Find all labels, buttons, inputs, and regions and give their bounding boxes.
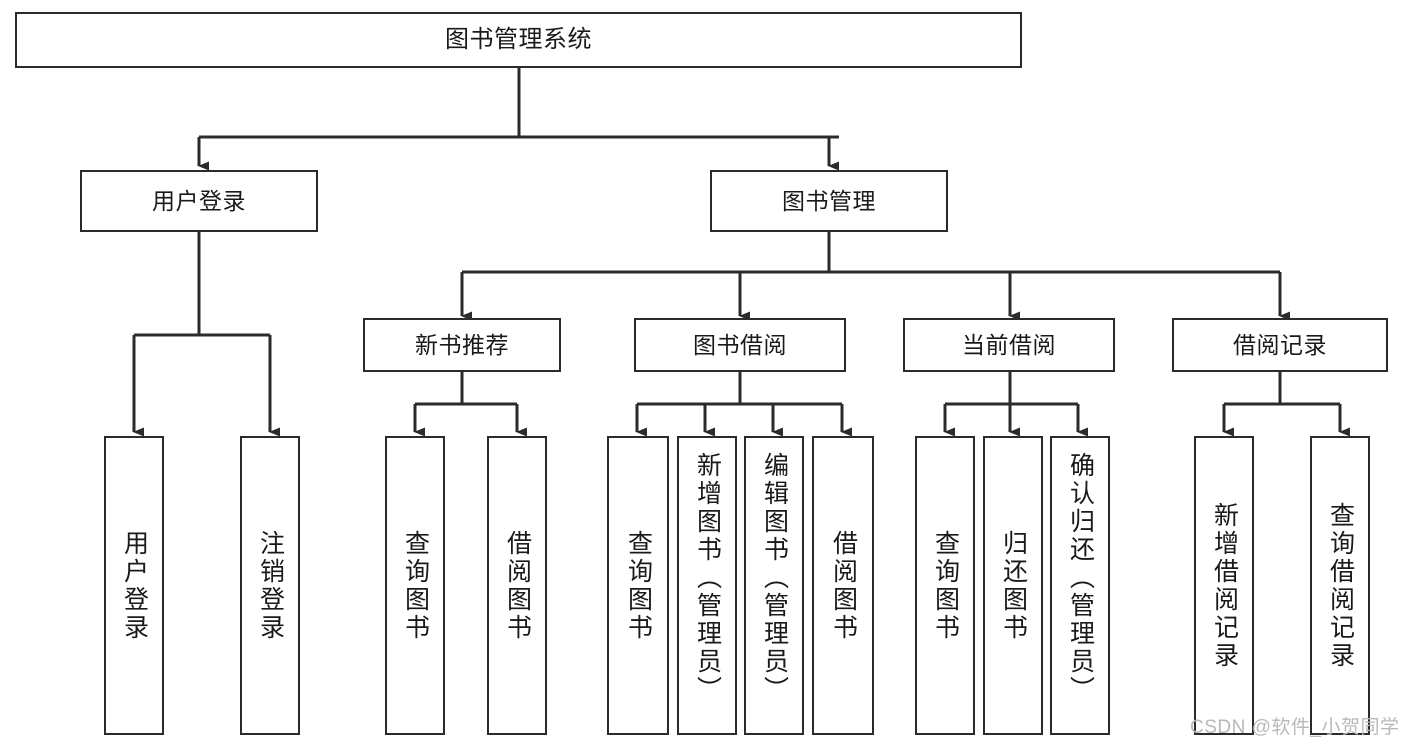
node-user-login[interactable]: 用户登录 — [80, 170, 318, 232]
node-label: 借阅图书 — [503, 529, 532, 642]
node-label: 图书管理系统 — [445, 26, 592, 54]
node-label: 当前借阅 — [962, 331, 1056, 358]
node-current-borrowing[interactable]: 当前借阅 — [903, 318, 1115, 372]
node-label: 编辑图书（管理员） — [760, 452, 789, 704]
node-label: 用户登录 — [120, 529, 149, 642]
node-label: 查询图书 — [931, 529, 960, 642]
node-label: 确认归还（管理员） — [1066, 452, 1095, 704]
node-label: 借阅图书 — [829, 529, 858, 642]
node-label: 图书借阅 — [693, 331, 787, 358]
node-label: 新增图书（管理员） — [693, 452, 722, 704]
leaf-borrow-books-recommend[interactable]: 借阅图书 — [487, 436, 547, 735]
node-label: 查询图书 — [401, 529, 430, 642]
node-label: 注销登录 — [256, 529, 285, 642]
leaf-query-borrow-record[interactable]: 查询借阅记录 — [1310, 436, 1370, 735]
leaf-add-book-admin[interactable]: 新增图书（管理员） — [677, 436, 737, 735]
node-label: 归还图书 — [999, 529, 1028, 642]
node-book-borrowing[interactable]: 图书借阅 — [634, 318, 846, 372]
leaf-query-books-recommend[interactable]: 查询图书 — [385, 436, 445, 735]
node-label: 查询图书 — [624, 529, 653, 642]
node-label: 借阅记录 — [1233, 331, 1327, 358]
leaf-logout[interactable]: 注销登录 — [240, 436, 300, 735]
node-new-book-recommendation[interactable]: 新书推荐 — [363, 318, 561, 372]
csdn-watermark: CSDN @软件_小贺同学 — [1190, 717, 1400, 738]
leaf-borrow-books[interactable]: 借阅图书 — [812, 436, 874, 735]
leaf-user-login[interactable]: 用户登录 — [104, 436, 164, 735]
node-label: 查询借阅记录 — [1326, 501, 1355, 670]
node-root-book-management-system[interactable]: 图书管理系统 — [15, 12, 1022, 68]
leaf-edit-book-admin[interactable]: 编辑图书（管理员） — [744, 436, 804, 735]
node-book-management[interactable]: 图书管理 — [710, 170, 948, 232]
leaf-confirm-return-admin[interactable]: 确认归还（管理员） — [1050, 436, 1110, 735]
node-borrowing-records[interactable]: 借阅记录 — [1172, 318, 1388, 372]
node-label: 用户登录 — [152, 187, 246, 214]
leaf-add-borrow-record[interactable]: 新增借阅记录 — [1194, 436, 1254, 735]
node-label: 图书管理 — [782, 187, 876, 214]
node-label: 新书推荐 — [415, 331, 509, 358]
leaf-return-books[interactable]: 归还图书 — [983, 436, 1043, 735]
leaf-query-books-borrow[interactable]: 查询图书 — [607, 436, 669, 735]
node-label: 新增借阅记录 — [1210, 501, 1239, 670]
leaf-query-books-current[interactable]: 查询图书 — [915, 436, 975, 735]
